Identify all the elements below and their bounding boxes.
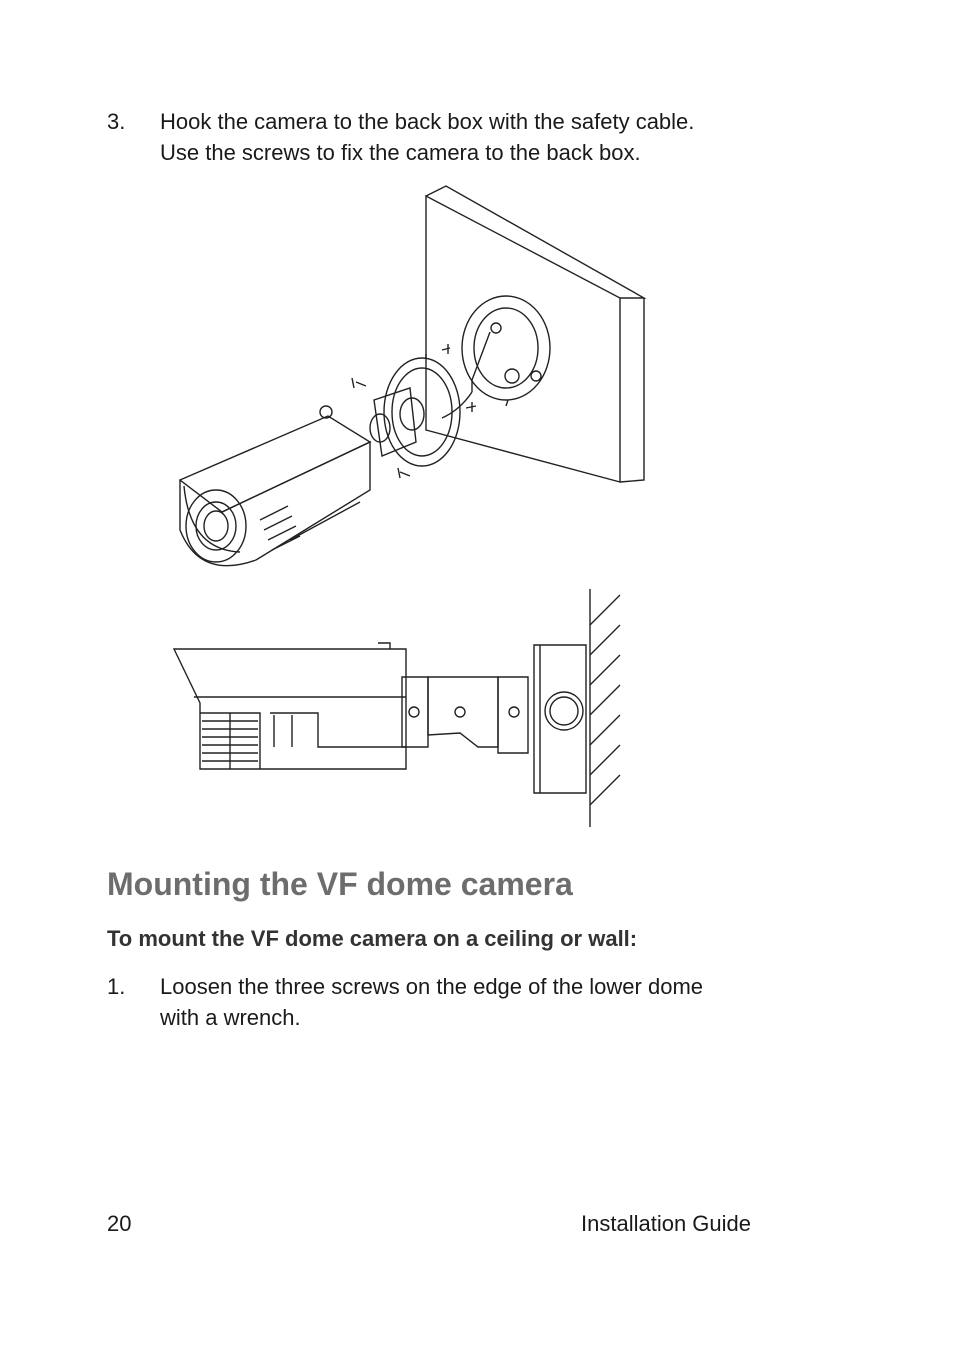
step-number: 3. <box>107 109 126 134</box>
step-text: Hook the camera to the back box with the… <box>160 106 780 168</box>
step-text-line-1: Hook the camera to the back box with the… <box>160 109 695 134</box>
procedure-subheading: To mount the VF dome camera on a ceiling… <box>107 926 638 951</box>
step-text-line-1: Loosen the three screws on the edge of t… <box>160 974 704 999</box>
step-text: Loosen the three screws on the edge of t… <box>160 971 780 1033</box>
step-number: 1. <box>107 974 126 999</box>
footer-title: Installation Guide <box>581 1211 751 1236</box>
step-text-line-2: with a wrench. <box>160 1005 301 1030</box>
camera-wall-mount-side-view-illustration <box>172 589 621 827</box>
step-text-line-2: Use the screws to fix the camera to the … <box>160 140 641 165</box>
section-heading: Mounting the VF dome camera <box>107 866 573 902</box>
page-number: 20 <box>107 1211 132 1236</box>
camera-backbox-isometric-illustration <box>178 185 647 567</box>
